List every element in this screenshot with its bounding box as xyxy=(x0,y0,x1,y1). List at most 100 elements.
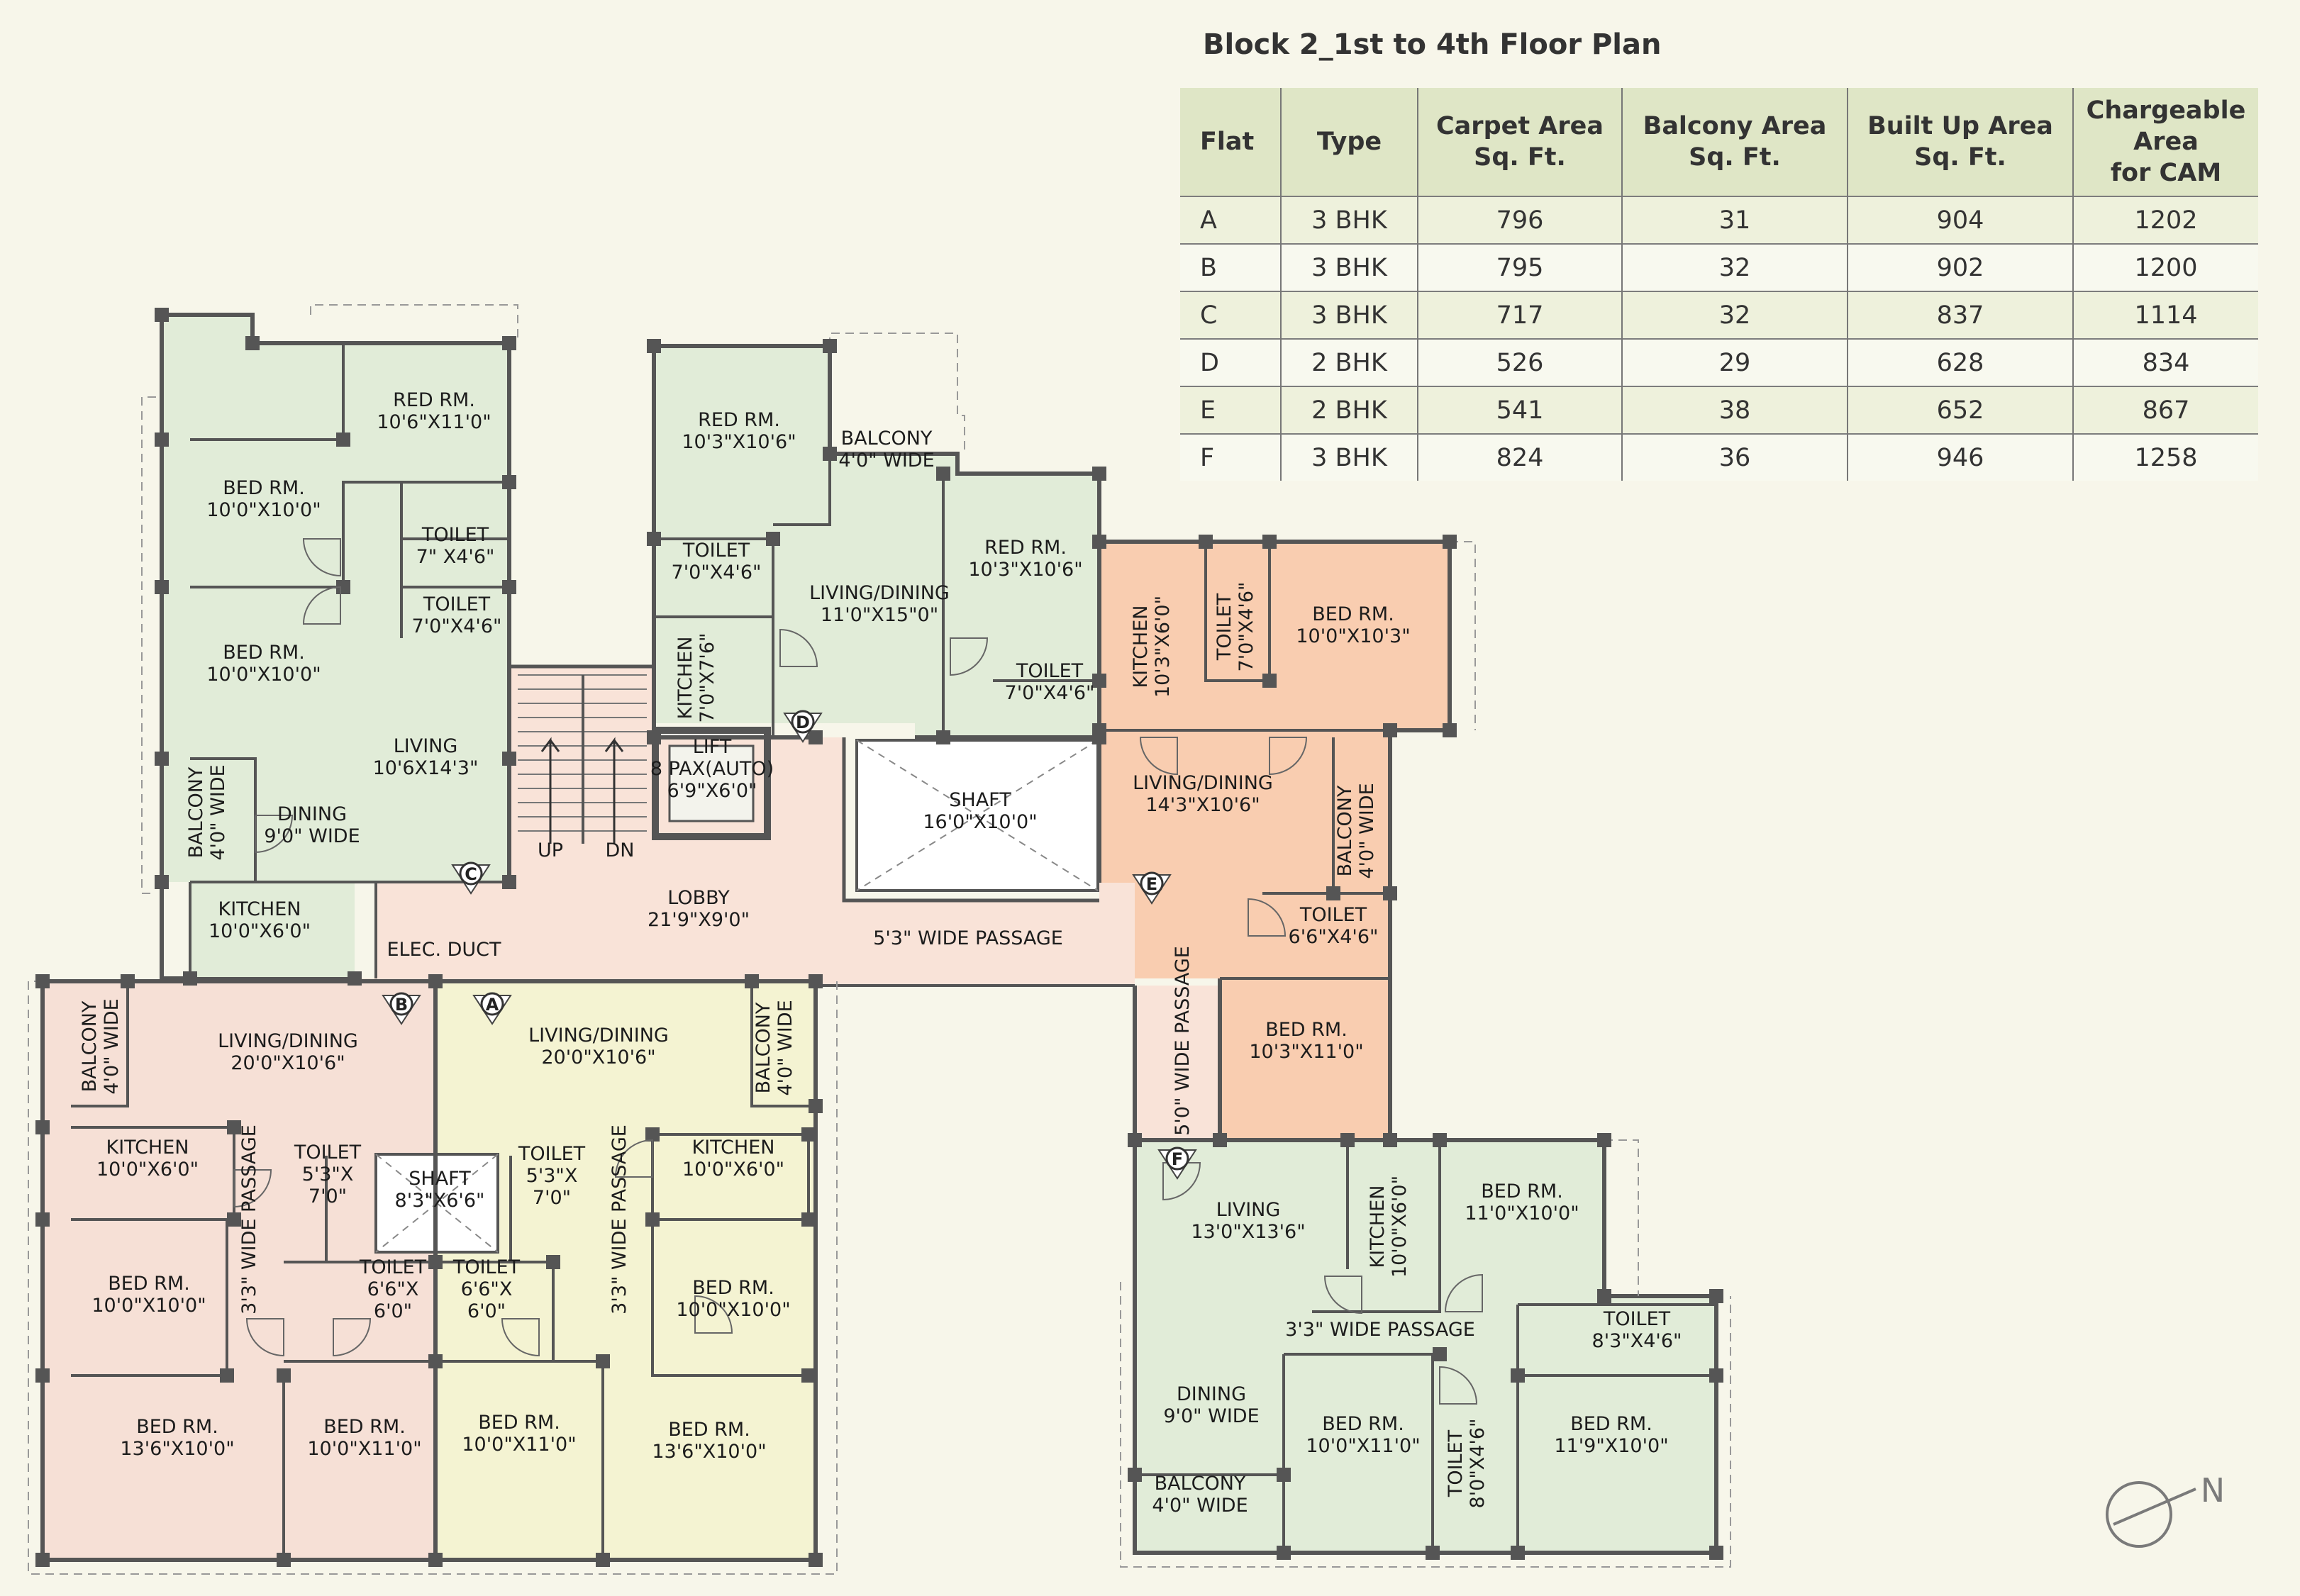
room-label-line: ELEC. DUCT xyxy=(387,939,501,961)
room-label-line: BED RM. xyxy=(1312,603,1394,625)
room-label-line: 13'6"X10'0" xyxy=(120,1438,234,1460)
column xyxy=(647,532,661,546)
column xyxy=(183,971,197,986)
room-label-line: SHAFT xyxy=(949,789,1011,811)
north-label: N xyxy=(2201,1471,2225,1509)
lift-cabin xyxy=(668,744,755,822)
room-label-line: 4'0" WIDE xyxy=(1356,783,1378,878)
door-swing xyxy=(1444,1273,1483,1312)
room-label-c-balcony: BALCONY4'0" WIDE xyxy=(185,764,229,860)
room-label-line: TOILET xyxy=(1213,593,1235,661)
room-label-line: TOILET xyxy=(1016,660,1084,682)
room-label-line: 10'0"X6'0" xyxy=(1389,1176,1411,1278)
room-label-line: DN xyxy=(606,839,635,861)
zone-flat-E xyxy=(1099,542,1450,1140)
room-label-line: 10'0"X10'0" xyxy=(91,1295,206,1317)
column xyxy=(546,1255,560,1269)
wall xyxy=(1204,542,1271,682)
column xyxy=(809,730,823,744)
column xyxy=(1383,723,1397,737)
room-label-f-toilet2: TOILET8'0"X4'6" xyxy=(1445,1419,1489,1509)
room-labels: RED RM.10'6"X11'0"BED RM.10'0"X10'0"TOIL… xyxy=(79,389,1682,1517)
door-swings xyxy=(233,538,1483,1405)
marker-letter: D xyxy=(796,713,810,732)
room-label-line: BED RM. xyxy=(1322,1413,1404,1435)
room-label-line: BED RM. xyxy=(223,642,305,664)
column xyxy=(936,730,950,744)
north-pointer xyxy=(2113,1488,2196,1526)
marker-circle-icon xyxy=(1165,1146,1189,1171)
column xyxy=(428,974,443,988)
room-label-line: 7'0"X4'6" xyxy=(412,615,502,637)
ledge-line xyxy=(141,396,156,894)
room-label-line: 10'3"X6'0" xyxy=(1152,596,1174,698)
marker-circle-icon xyxy=(791,710,815,734)
room-label-line: 10'0"X10'0" xyxy=(206,499,321,521)
room-label-line: 6'0" xyxy=(374,1300,412,1322)
room-label-b-bed2: BED RM.13'6"X10'0" xyxy=(120,1416,234,1460)
room-label-line: 10'6X14'3" xyxy=(373,757,479,779)
room-label-d-red2: RED RM.10'3"X10'6" xyxy=(968,537,1082,581)
room-label-line: 7'0"X7'6" xyxy=(696,633,718,723)
room-label-line: 6'9"X6'0" xyxy=(667,780,757,802)
column xyxy=(801,1368,816,1383)
room-label-line: 5'0" WIDE PASSAGE xyxy=(1172,946,1194,1136)
door-swing xyxy=(614,1139,653,1178)
zone-flat-F xyxy=(1135,1140,1716,1553)
room-label-a-bed2: BED RM.10'0"X11'0" xyxy=(462,1412,576,1456)
column xyxy=(428,1255,443,1269)
flat-marker-e: E xyxy=(1132,871,1172,905)
room-label-line: RED RM. xyxy=(393,389,475,411)
room-label-line: 10'3"X10'6" xyxy=(682,431,796,453)
door-swing xyxy=(255,815,294,854)
column xyxy=(1262,535,1277,549)
column xyxy=(1597,1133,1611,1147)
column xyxy=(277,1368,291,1383)
door-swing xyxy=(694,1295,733,1334)
room-label-line: LIFT xyxy=(693,736,732,758)
wall xyxy=(773,454,831,526)
room-label-line: TOILET xyxy=(1445,1429,1467,1497)
room-label-line: BALCONY xyxy=(752,1002,774,1093)
room-label-line: BED RM. xyxy=(108,1273,190,1295)
column xyxy=(801,1127,816,1142)
staircase xyxy=(518,674,647,844)
column xyxy=(1128,1133,1142,1147)
column xyxy=(1092,674,1106,688)
column xyxy=(220,1368,234,1383)
room-label-line: 9'0" WIDE xyxy=(1163,1405,1259,1427)
column xyxy=(35,1120,50,1134)
column xyxy=(502,875,516,889)
room-label-line: 5'3" WIDE PASSAGE xyxy=(873,927,1063,949)
ledge-line xyxy=(310,304,518,343)
door-swing xyxy=(950,637,989,676)
flat-marker-c: C xyxy=(451,861,491,895)
room-label-d-kitchen: KITCHEN7'0"X7'6" xyxy=(674,633,718,723)
flat-marker-f: F xyxy=(1157,1146,1197,1180)
wall xyxy=(190,481,509,588)
column xyxy=(1433,1133,1447,1147)
room-label-line: BED RM. xyxy=(478,1412,560,1434)
column xyxy=(502,336,516,350)
room-label-line: 6'6"X xyxy=(461,1278,513,1300)
door-swing xyxy=(233,1169,272,1208)
room-label-line: 7'0"X4'6" xyxy=(672,562,762,584)
column xyxy=(155,752,169,766)
room-label-line: BED RM. xyxy=(136,1416,218,1438)
column xyxy=(1443,535,1457,549)
room-label-line: TOILET xyxy=(294,1142,362,1163)
room-label-e-bed1: BED RM.10'0"X10'3" xyxy=(1296,603,1410,647)
ledge-line xyxy=(1450,541,1476,730)
column xyxy=(1092,723,1106,737)
col-flat: Flat xyxy=(1180,88,1281,196)
